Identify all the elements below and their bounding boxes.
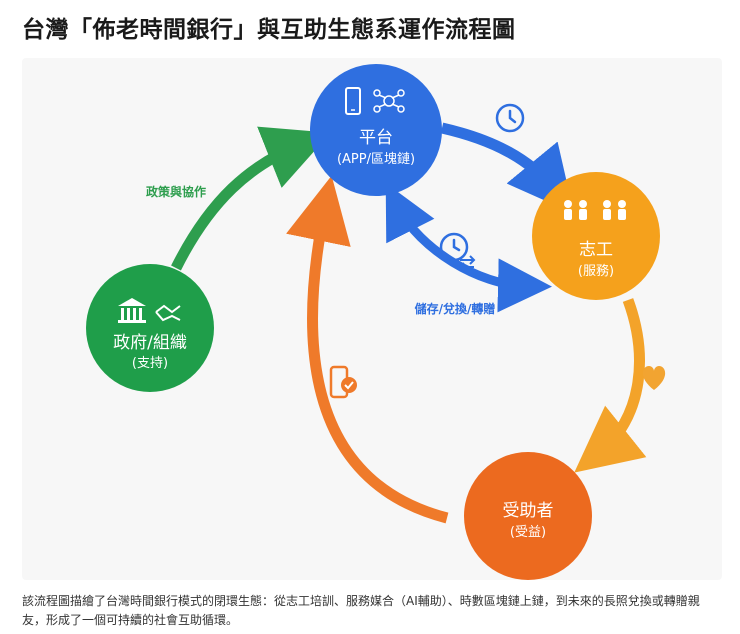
handshake-icon bbox=[155, 304, 181, 322]
phone-check-icon bbox=[329, 365, 357, 399]
heart-icon bbox=[642, 366, 666, 390]
node-volunteer-sub: (服務) bbox=[578, 264, 614, 279]
edge-label-store: 儲存/兌換/轉贈 bbox=[415, 301, 496, 316]
node-recipient-sub: (受益) bbox=[510, 525, 546, 540]
node-platform-sub: (APP/區塊鏈) bbox=[337, 151, 415, 167]
node-volunteer: 志工 (服務) bbox=[532, 172, 660, 300]
clock-icon bbox=[495, 103, 525, 133]
node-platform-label: 平台 bbox=[359, 128, 393, 148]
node-government: 政府/組織 (支持) bbox=[86, 264, 214, 392]
government-building-icon bbox=[118, 298, 146, 323]
arrow-volunteer-to-recipient bbox=[574, 298, 647, 473]
node-recipient: 受助者 (受益) bbox=[464, 452, 592, 580]
arrow-recipient-to-platform bbox=[286, 175, 449, 524]
blockchain-network-icon bbox=[373, 89, 405, 113]
node-volunteer-label: 志工 bbox=[579, 240, 613, 260]
node-government-sub: (支持) bbox=[132, 356, 168, 371]
page-title: 台灣「佈老時間銀行」與互助生態系運作流程圖 bbox=[22, 17, 516, 43]
smartphone-icon bbox=[345, 87, 361, 115]
people-icon bbox=[564, 200, 626, 220]
arrow-government-to-platform bbox=[171, 126, 331, 271]
node-platform: 平台 (APP/區塊鏈) bbox=[310, 64, 442, 196]
edge-label-policy: 政策與協作 bbox=[146, 184, 206, 199]
node-government-label: 政府/組織 bbox=[113, 333, 187, 353]
arrow-store-exchange-transfer bbox=[385, 182, 552, 313]
clock-exchange-icon bbox=[439, 232, 476, 272]
node-recipient-label: 受助者 bbox=[503, 501, 554, 521]
arrow-platform-to-volunteer bbox=[440, 122, 574, 214]
diagram-caption: 該流程圖描繪了台灣時間銀行模式的閉環生態：從志工培訓、服務媒合（AI輔助）、時數… bbox=[22, 594, 700, 627]
